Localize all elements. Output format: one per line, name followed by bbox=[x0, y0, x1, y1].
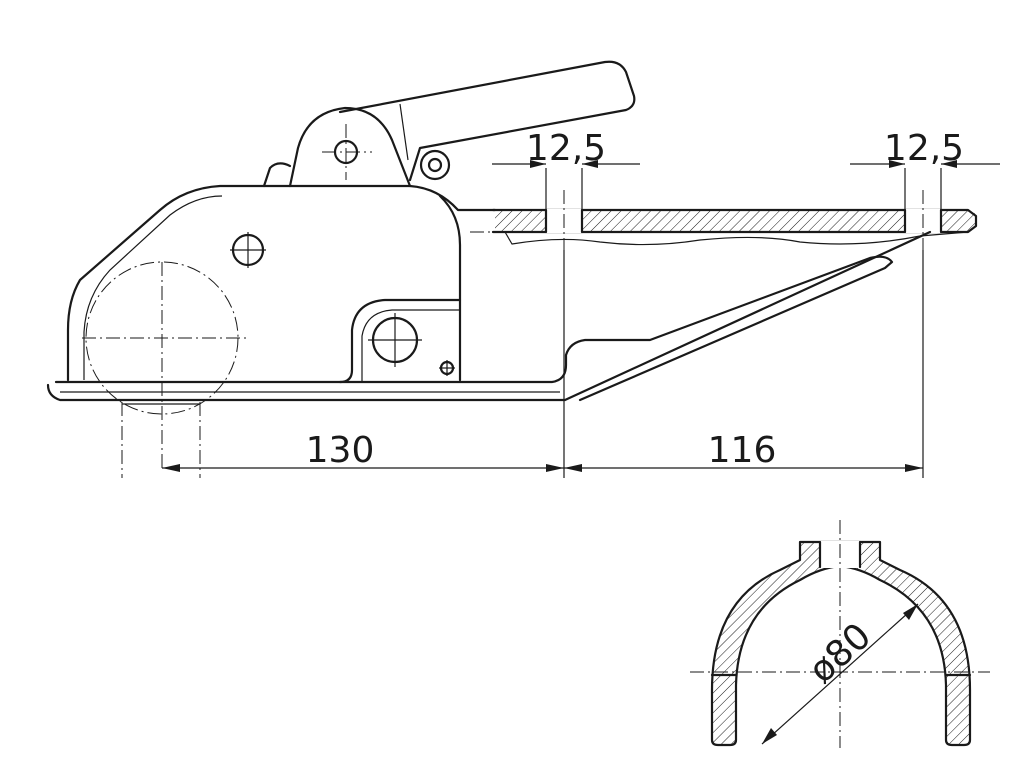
dim-diameter-arrow-b bbox=[903, 604, 918, 620]
dim-hole-right-label: 12,5 bbox=[884, 128, 964, 169]
base-plate bbox=[46, 230, 932, 402]
lower-pocket-inner bbox=[361, 309, 460, 382]
lever-eye bbox=[419, 149, 451, 181]
dim-hole-right-arrow-a bbox=[889, 160, 905, 168]
dim-length-front-label: 130 bbox=[306, 430, 375, 471]
dim-length-front-arrow-a bbox=[162, 464, 180, 472]
dim-hole-left-arrow-b bbox=[582, 160, 598, 168]
coupling-side-view bbox=[46, 60, 978, 478]
lever-latch bbox=[262, 162, 292, 188]
lever-arm-inner bbox=[399, 103, 409, 161]
dim-length-front-arrow-b bbox=[546, 464, 564, 472]
lever-arm bbox=[338, 60, 636, 182]
lower-pocket bbox=[338, 298, 462, 384]
base-plate-top bbox=[54, 255, 894, 402]
dim-length-rear-arrow-b bbox=[905, 464, 923, 472]
dim-diameter-arrow-a bbox=[762, 728, 777, 744]
dimension-lines: 12,5 12,5 130 116 bbox=[162, 128, 1000, 478]
lever-eye-hole bbox=[427, 157, 443, 173]
section-ring bbox=[710, 540, 972, 747]
housing-outline bbox=[66, 184, 497, 382]
break-line bbox=[504, 231, 969, 246]
housing-rear-edge bbox=[438, 194, 462, 382]
flange-section bbox=[495, 210, 975, 232]
dim-diameter-line bbox=[761, 603, 919, 745]
dim-length-rear-label: 116 bbox=[708, 430, 777, 471]
dim-hole-left-arrow-a bbox=[530, 160, 546, 168]
section-view: ø80 bbox=[690, 520, 990, 748]
dim-hole-right-arrow-b bbox=[941, 160, 957, 168]
flange-outline bbox=[491, 208, 978, 234]
lever-pivot-body bbox=[288, 106, 412, 188]
housing-nose-inner bbox=[83, 195, 223, 380]
dim-length-rear-arrow-a bbox=[564, 464, 582, 472]
dim-hole-left-label: 12,5 bbox=[526, 128, 606, 169]
dim-diameter-label: ø80 bbox=[801, 616, 879, 692]
